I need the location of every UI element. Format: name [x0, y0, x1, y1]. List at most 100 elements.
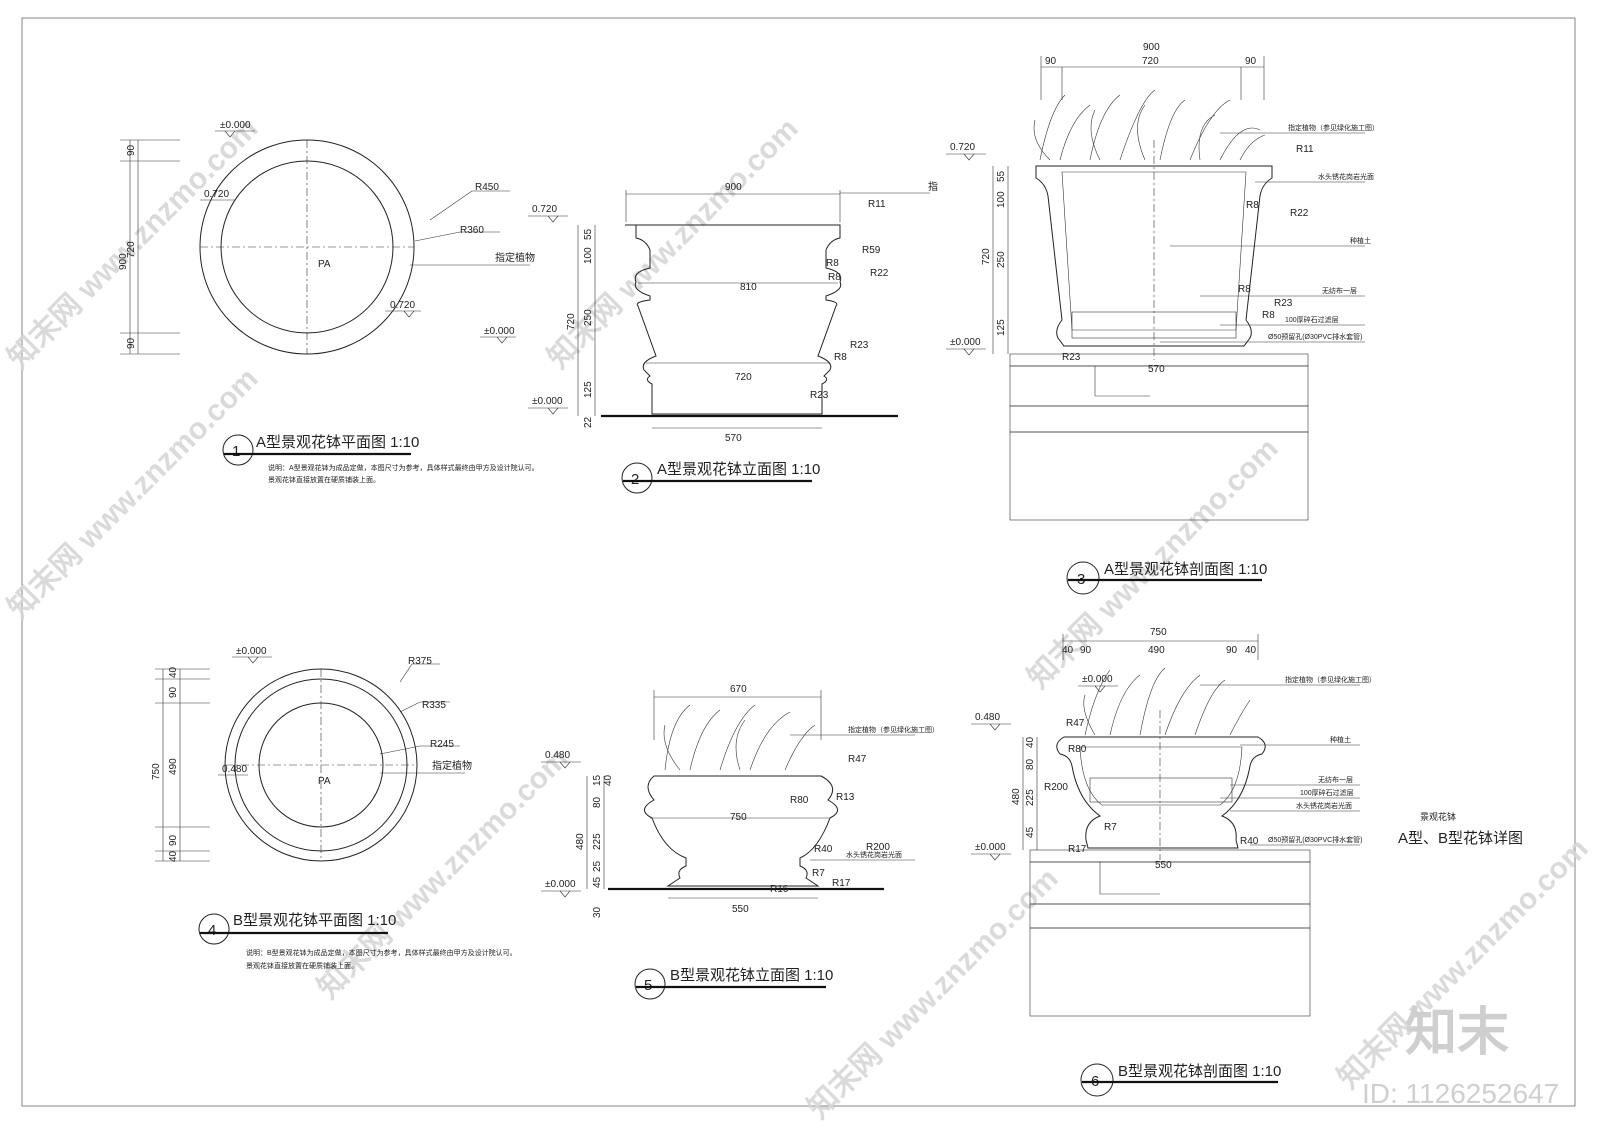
level-mark: 0.480 [222, 764, 247, 775]
svg-text:R200: R200 [1044, 782, 1068, 793]
dim-width: 750 [730, 812, 747, 823]
view-a-elevation: 900 指 810 720 570 0.720 ±0.000 720 55 10… [528, 180, 938, 494]
side-label: 景观花钵 [1420, 811, 1456, 822]
view-number: 5 [644, 977, 652, 994]
view-title: B型景观花钵平面图 1:10 [233, 912, 396, 929]
svg-text:R23: R23 [1062, 352, 1081, 363]
svg-text:550: 550 [1155, 860, 1172, 871]
svg-text:720: 720 [1142, 56, 1159, 67]
svg-text:R23: R23 [810, 390, 829, 401]
sheet-border [21, 17, 1576, 1107]
svg-text:55: 55 [996, 170, 1007, 182]
svg-text:100厚碎石过滤层: 100厚碎石过滤层 [1285, 315, 1339, 324]
svg-text:80: 80 [592, 796, 603, 808]
svg-text:R375: R375 [408, 656, 432, 667]
note: 景观花钵直接放置在硬质铺装上面。 [246, 961, 358, 970]
svg-text:100: 100 [996, 191, 1007, 208]
dim-total: 480 [1011, 788, 1022, 805]
dim-total: 480 [575, 833, 586, 850]
svg-text:250: 250 [583, 309, 594, 326]
svg-text:R200: R200 [866, 842, 890, 853]
pa-label: PA [318, 259, 331, 270]
level-mark: ±0.000 [950, 337, 981, 348]
svg-text:R8: R8 [1238, 284, 1251, 295]
dim-width: 550 [732, 904, 749, 915]
level-mark: ±0.000 [220, 120, 251, 131]
level-mark: 0.480 [975, 712, 1000, 723]
radius-label: R360 [460, 225, 484, 236]
watermark: 知末网 www.znzmo.com [2, 362, 265, 625]
level-mark: 0.720 [204, 189, 229, 200]
svg-text:100厚碎石过滤层: 100厚碎石过滤层 [1300, 788, 1354, 797]
svg-text:指定植物（参见绿化施工图）: 指定植物（参见绿化施工图） [848, 725, 939, 734]
svg-text:R17: R17 [832, 878, 851, 889]
plant-label: 指定植物 [432, 759, 472, 772]
svg-text:R40: R40 [1240, 836, 1259, 847]
dim-width: 720 [735, 372, 752, 383]
watermark: 知末网 www.znzmo.com [802, 862, 1065, 1125]
dim-width: 750 [1150, 627, 1167, 638]
svg-text:Ø50预留孔(Ø30PVC排水套管): Ø50预留孔(Ø30PVC排水套管) [1268, 332, 1363, 341]
svg-text:40: 40 [603, 774, 614, 786]
svg-text:R47: R47 [848, 754, 867, 765]
svg-text:22: 22 [583, 416, 594, 428]
svg-text:80: 80 [1025, 758, 1036, 770]
svg-text:无纺布一层: 无纺布一层 [1318, 775, 1353, 784]
view-a-plan: 900 90 720 90 ±0.000 0.720 0.720 ±0.000 … [118, 120, 539, 484]
view-number: 4 [208, 922, 216, 939]
plant-label: 指定植物 [495, 251, 535, 264]
view-b-elevation: 670 750 550 0.480 ±0.000 480 15 40 80 22… [541, 684, 939, 1000]
svg-text:指定植物（参见绿化施工图）: 指定植物（参见绿化施工图） [1288, 123, 1379, 132]
svg-text:R245: R245 [430, 739, 454, 750]
dim-width: 900 [725, 182, 742, 193]
svg-text:100: 100 [583, 247, 594, 264]
dim-total: 750 [151, 763, 162, 780]
svg-text:R80: R80 [1068, 744, 1087, 755]
view-number: 2 [631, 471, 639, 488]
svg-text:R13: R13 [836, 792, 855, 803]
svg-text:40: 40 [168, 666, 179, 678]
brand-logo: 知末 [1405, 1004, 1509, 1062]
svg-text:490: 490 [168, 758, 179, 775]
svg-text:种植土: 种植土 [1350, 236, 1371, 245]
svg-text:Ø50预留孔(Ø30PVC排水套管): Ø50预留孔(Ø30PVC排水套管) [1268, 835, 1363, 844]
view-title: B型景观花钵剖面图 1:10 [1118, 1063, 1281, 1080]
sheet-title: A型、B型花钵详图 [1398, 830, 1523, 847]
svg-text:R17: R17 [1068, 844, 1087, 855]
svg-text:125: 125 [583, 381, 594, 398]
level-mark: 0.480 [545, 750, 570, 761]
svg-text:R59: R59 [862, 245, 881, 256]
dim-edge: 90 [126, 144, 137, 156]
svg-text:225: 225 [592, 833, 603, 850]
level-mark: ±0.000 [484, 326, 515, 337]
svg-text:125: 125 [996, 319, 1007, 336]
radius-label: R450 [475, 182, 499, 193]
dim-total: 720 [981, 248, 992, 265]
svg-text:90: 90 [1080, 645, 1092, 656]
dim-width: 670 [730, 684, 747, 695]
svg-text:R80: R80 [790, 795, 809, 806]
watermark: 知末网 www.znzmo.com [542, 112, 805, 375]
level-mark: ±0.000 [545, 879, 576, 890]
note: 景观花钵直接放置在硬质铺装上面。 [268, 475, 380, 484]
svg-text:R8: R8 [1262, 310, 1275, 321]
dim-total: 720 [566, 313, 577, 330]
pa-label: PA [318, 776, 331, 787]
svg-text:90: 90 [1045, 56, 1057, 67]
svg-text:水头锈花岗岩光面: 水头锈花岗岩光面 [1318, 172, 1374, 181]
svg-text:指定植物（参见绿化施工图）: 指定植物（参见绿化施工图） [1285, 675, 1376, 684]
dim-width: 810 [740, 282, 757, 293]
level-mark: 0.720 [950, 142, 975, 153]
svg-text:90: 90 [1245, 56, 1257, 67]
view-number: 1 [232, 443, 240, 460]
view-a-section: 900 90 720 90 0.720 ±0.000 720 55 100 25… [946, 42, 1379, 595]
view-b-section: 750 40 90 490 90 40 ±0.000 0.480 ±0.000 … [971, 627, 1376, 1097]
dim-width: 570 [725, 433, 742, 444]
svg-text:无纺布一层: 无纺布一层 [1322, 286, 1357, 295]
svg-text:R335: R335 [422, 700, 446, 711]
svg-text:R11: R11 [1296, 144, 1314, 155]
svg-text:种植土: 种植土 [1330, 735, 1351, 744]
svg-text:R8: R8 [834, 352, 847, 363]
dim-edge: 90 [126, 337, 137, 349]
